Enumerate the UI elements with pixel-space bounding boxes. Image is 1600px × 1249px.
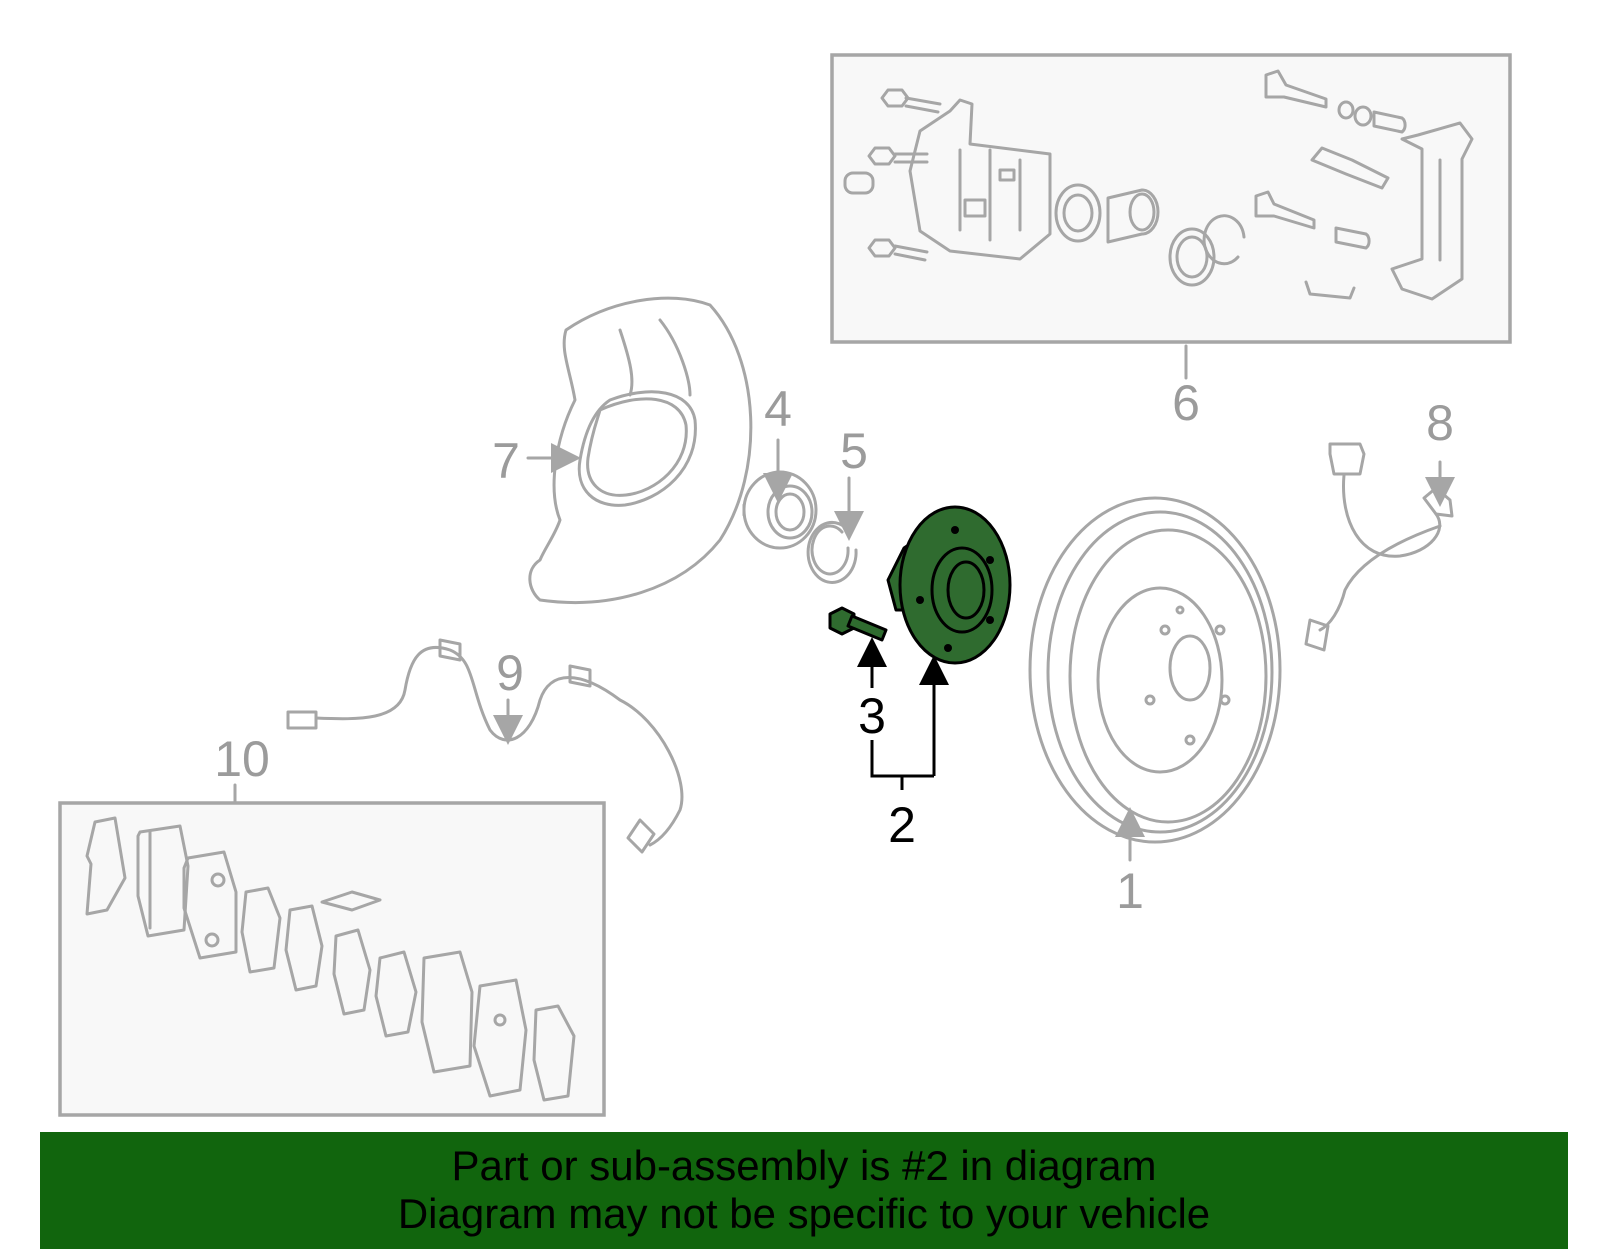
brake-pad-kit-box <box>58 801 606 1117</box>
wheel-bearing <box>742 470 818 550</box>
speed-sensor-right <box>1304 442 1454 652</box>
callout-2: 2 <box>888 797 916 853</box>
callout-8: 8 <box>1426 395 1454 451</box>
callout-4: 4 <box>764 381 792 437</box>
hub-bolt <box>828 606 888 642</box>
callout-9: 9 <box>496 645 524 701</box>
callout-10: 10 <box>214 731 270 787</box>
caliper-kit-box <box>830 53 1512 344</box>
snap-ring <box>806 520 858 584</box>
banner-line-2: Diagram may not be specific to your vehi… <box>397 1190 1211 1237</box>
highlight-leaders <box>857 637 949 790</box>
callout-7: 7 <box>492 433 520 489</box>
dust-shield <box>528 296 753 604</box>
leader-lines <box>233 344 1455 862</box>
callout-1: 1 <box>1116 863 1144 919</box>
info-banner: Part or sub-assembly is #2 in diagram Di… <box>40 1132 1568 1249</box>
banner-line-1: Part or sub-assembly is #2 in diagram <box>451 1142 1157 1189</box>
callout-3: 3 <box>858 688 886 744</box>
callout-5: 5 <box>840 423 868 479</box>
wheel-hub-highlighted <box>886 505 1012 665</box>
callout-6: 6 <box>1172 375 1200 431</box>
brake-rotor <box>1028 496 1282 844</box>
